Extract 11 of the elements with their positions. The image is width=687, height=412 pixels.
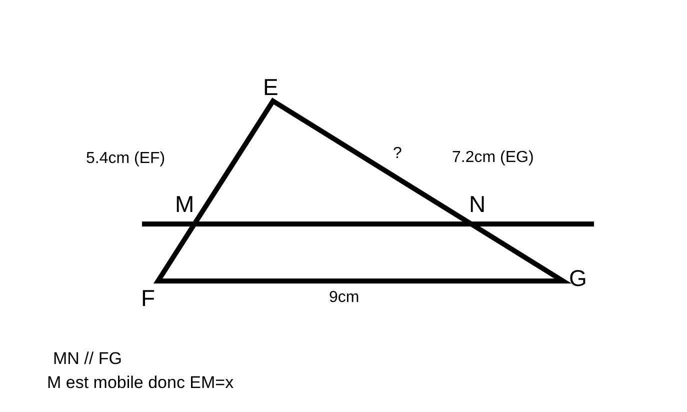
point-label: M: [175, 193, 194, 216]
length-label: 5.4cm (EF): [86, 151, 166, 167]
unknown-label: ?: [393, 146, 402, 162]
length-label: 7.2cm (EG): [452, 150, 534, 166]
point-label: F: [141, 287, 156, 310]
length-label: 9cm: [329, 290, 360, 306]
point-label: G: [569, 267, 587, 290]
point-label: N: [469, 193, 486, 216]
point-label: E: [263, 76, 278, 99]
note-text: MN // FG: [53, 350, 122, 367]
note-text: M est mobile donc EM=x: [47, 374, 234, 391]
